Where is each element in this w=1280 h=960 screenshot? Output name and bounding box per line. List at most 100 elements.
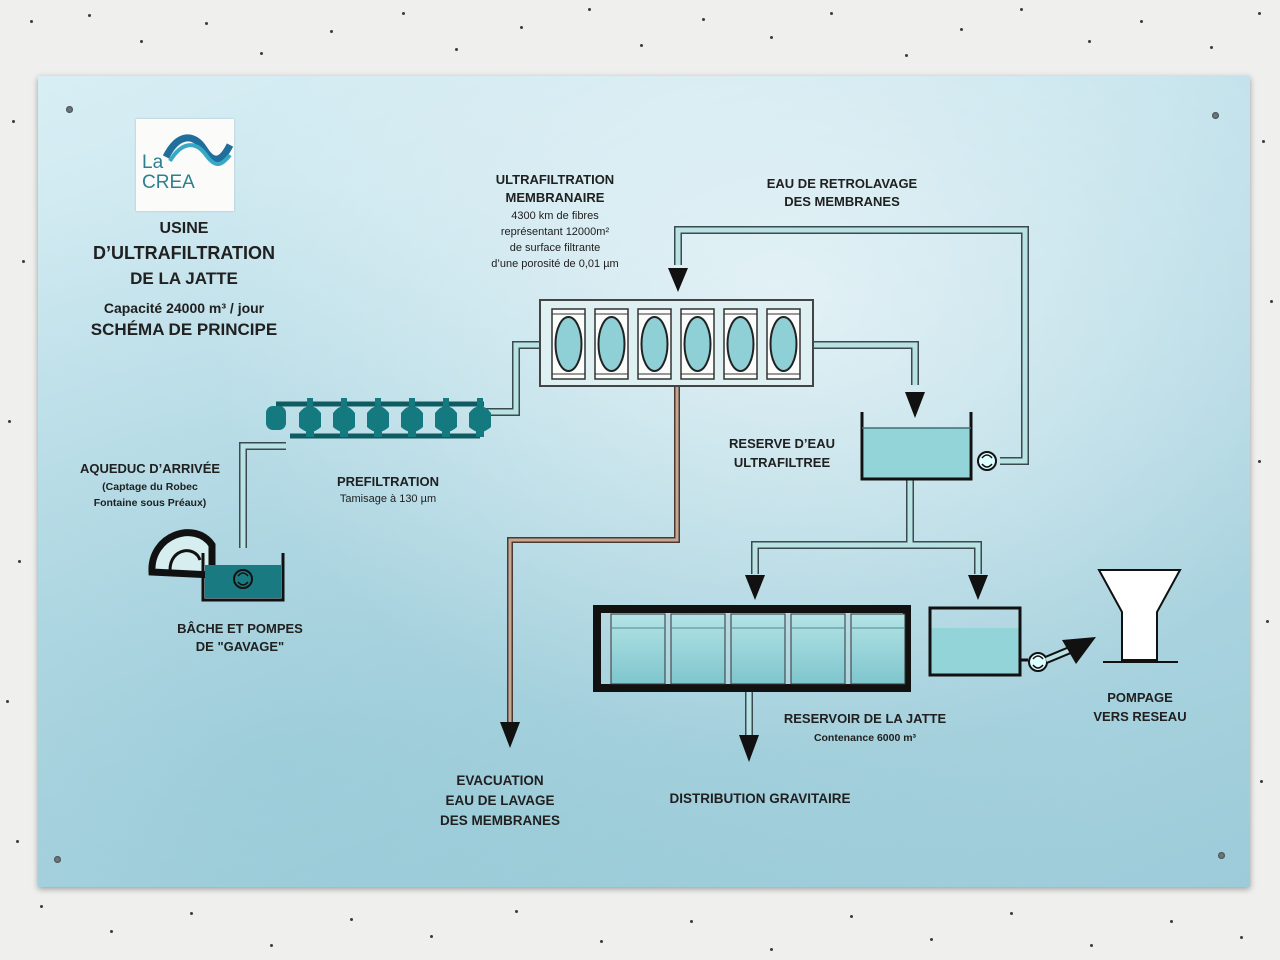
- uf-membrane-cell: [637, 308, 672, 380]
- uf-membrane-cell: [680, 308, 715, 380]
- background-speck: [8, 420, 11, 423]
- background-speck: [12, 120, 15, 123]
- title-usine: USINE: [159, 220, 209, 237]
- background-speck: [140, 40, 143, 43]
- background-speck: [588, 8, 591, 11]
- logo-line2: CREA: [142, 172, 195, 193]
- background-speck: [16, 840, 19, 843]
- aqueduc-title: AQUEDUC D’ARRIVÉE: [79, 461, 221, 476]
- background-speck: [770, 948, 773, 951]
- background-speck: [1088, 40, 1091, 43]
- evacuation-1: EVACUATION: [456, 773, 544, 788]
- background-speck: [1020, 8, 1023, 11]
- la-crea-logo: La CREA: [136, 119, 234, 211]
- background-speck: [1258, 12, 1261, 15]
- water-tower: [1097, 569, 1182, 663]
- reservoir-jatte: [593, 605, 911, 692]
- pompage-2: VERS RESEAU: [1093, 709, 1187, 724]
- reservoir-compartment: [850, 613, 906, 685]
- background-speck: [30, 20, 33, 23]
- background-speck: [88, 14, 91, 17]
- screw-icon: [1218, 852, 1225, 859]
- background-speck: [1258, 460, 1261, 463]
- background-speck: [22, 260, 25, 263]
- reservoir-compartment: [730, 613, 786, 685]
- retrolavage-2: DES MEMBRANES: [784, 194, 900, 209]
- background-speck: [1266, 620, 1269, 623]
- logo-line1: La: [142, 152, 164, 173]
- prefilter-unit: [469, 398, 491, 437]
- background-speck: [40, 905, 43, 908]
- aqueduc: [148, 529, 216, 579]
- prefilter-unit: [435, 398, 457, 437]
- uf-membrane-cell: [551, 308, 586, 380]
- uf-desc-1: 4300 km de fibres: [511, 210, 599, 222]
- prefilter-unit: [266, 406, 286, 430]
- prefiltration-desc: Tamisage à 130 µm: [339, 493, 437, 505]
- background-speck: [110, 930, 113, 933]
- background-speck: [905, 54, 908, 57]
- reservoir-title: RESERVOIR DE LA JATTE: [783, 711, 947, 726]
- uf-membrane-cell: [766, 308, 801, 380]
- reservoir-desc: Contenance 6000 m³: [813, 732, 917, 744]
- background-speck: [6, 700, 9, 703]
- background-speck: [515, 910, 518, 913]
- evacuation-2: EAU DE LAVAGE: [445, 793, 555, 808]
- reserve-2: ULTRAFILTREE: [733, 455, 831, 470]
- bache-2: DE "GAVAGE": [195, 639, 285, 654]
- pompage-1: POMPAGE: [1107, 690, 1173, 705]
- arrow-retrolavage: [668, 268, 688, 292]
- background-speck: [1240, 936, 1243, 939]
- arrow-small-tank: [968, 575, 988, 600]
- title-schema: SCHÉMA DE PRINCIPE: [90, 320, 278, 339]
- prefiltration-units: [266, 398, 491, 439]
- background-speck: [455, 48, 458, 51]
- uf-desc-2: représentant 12000m²: [500, 226, 610, 238]
- arrow-reservoir: [745, 575, 765, 600]
- screw-icon: [66, 106, 73, 113]
- background-speck: [1260, 780, 1263, 783]
- reservoir-compartment: [610, 613, 666, 685]
- reserve-1: RESERVE D’EAU: [729, 436, 835, 451]
- prefiltration-title: PREFILTRATION: [336, 474, 440, 489]
- aqueduc-desc-2: Fontaine sous Préaux): [93, 497, 207, 509]
- uf-membrane-cell: [594, 308, 629, 380]
- background-speck: [640, 44, 643, 47]
- background-speck: [520, 26, 523, 29]
- title-capacity: Capacité 24000 m³ / jour: [103, 300, 265, 316]
- arrows: [500, 268, 988, 762]
- background-speck: [930, 938, 933, 941]
- arrow-reserve: [905, 392, 925, 418]
- ultrafiltration-module: [539, 299, 814, 387]
- background-speck: [1090, 944, 1093, 947]
- arrow-evacuation: [500, 722, 520, 748]
- prefilter-unit: [299, 398, 321, 437]
- bache-1: BÂCHE ET POMPES: [177, 621, 303, 636]
- background-speck: [1140, 20, 1143, 23]
- background-speck: [430, 935, 433, 938]
- logo-text: La CREA: [142, 153, 195, 193]
- background-speck: [190, 912, 193, 915]
- prefilter-unit: [401, 398, 423, 437]
- pump-icon: [233, 569, 253, 589]
- background-speck: [1170, 920, 1173, 923]
- background-speck: [690, 920, 693, 923]
- uf-title-1: ULTRAFILTRATION: [495, 172, 615, 187]
- background-speck: [330, 30, 333, 33]
- reserve-tank: [860, 412, 997, 481]
- arrow-distribution: [739, 735, 759, 762]
- prefilter-unit: [333, 398, 355, 437]
- background-speck: [205, 22, 208, 25]
- bache-tank: [201, 553, 285, 602]
- title-jatte: DE LA JATTE: [130, 269, 238, 288]
- retrolavage-1: EAU DE RETROLAVAGE: [766, 176, 918, 191]
- uf-desc-3: de surface filtrante: [509, 242, 601, 254]
- screw-icon: [1212, 112, 1219, 119]
- prefilter-unit: [367, 398, 389, 437]
- screw-icon: [54, 856, 61, 863]
- small-tank: [928, 606, 1096, 677]
- background-speck: [1262, 140, 1265, 143]
- background-speck: [1010, 912, 1013, 915]
- uf-desc-4: d’une porosité de 0,01 µm: [491, 258, 619, 270]
